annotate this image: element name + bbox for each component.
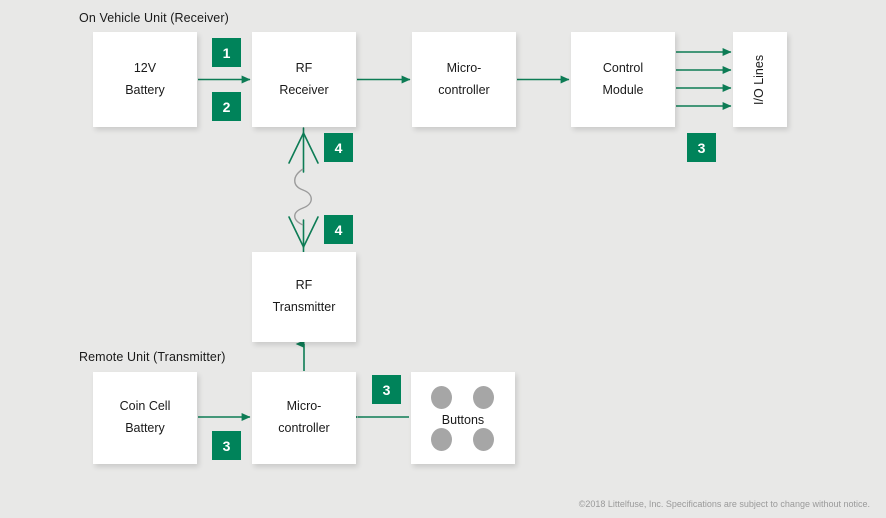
node-12v-battery-line2: Battery <box>125 82 165 97</box>
node-microcontroller-remote[interactable]: Micro- controller <box>252 372 356 464</box>
node-rf-receiver[interactable]: RF Receiver <box>252 32 356 127</box>
node-rf-transmitter[interactable]: RF Transmitter <box>252 252 356 342</box>
node-12v-battery-line1: 12V <box>133 60 157 75</box>
node-microcontroller-vehicle-line2: controller <box>438 82 490 97</box>
node-microcontroller-vehicle-line1: Micro- <box>446 60 482 75</box>
node-microcontroller-remote-line1: Micro- <box>286 399 322 414</box>
node-coin-cell-battery[interactable]: Coin Cell Battery <box>93 372 197 464</box>
badge-3-buttons[interactable]: 3 <box>372 375 401 404</box>
node-rf-transmitter-line2: Transmitter <box>272 300 336 314</box>
badge-1[interactable]: 1 <box>212 38 241 67</box>
node-microcontroller-remote-line2: controller <box>278 421 330 435</box>
node-rf-transmitter-line1: RF <box>295 278 313 293</box>
badge-3-coin-cell[interactable]: 3 <box>212 431 241 460</box>
section-label-on-vehicle-unit: On Vehicle Unit (Receiver) <box>79 11 229 25</box>
node-microcontroller-vehicle[interactable]: Micro- controller <box>412 32 516 127</box>
node-control-module-line2: Module <box>602 82 644 97</box>
node-12v-battery[interactable]: 12V Battery <box>93 32 197 127</box>
button-dot-bottom-left-icon[interactable] <box>431 428 452 451</box>
node-rf-receiver-line2: Receiver <box>279 82 329 97</box>
section-label-remote-unit: Remote Unit (Transmitter) <box>79 350 226 364</box>
badge-3-io-lines[interactable]: 3 <box>687 133 716 162</box>
node-rf-receiver-line1: RF <box>295 60 313 75</box>
badge-2[interactable]: 2 <box>212 92 241 121</box>
button-dot-top-right-icon[interactable] <box>473 386 494 409</box>
badge-4-receiver-antenna[interactable]: 4 <box>324 133 353 162</box>
node-io-lines[interactable]: I/O Lines <box>733 32 787 127</box>
node-buttons[interactable]: Buttons <box>411 372 515 464</box>
node-control-module-line1: Control <box>602 60 644 75</box>
node-coin-cell-battery-line2: Battery <box>125 421 165 435</box>
badge-4-transmitter-antenna[interactable]: 4 <box>324 215 353 244</box>
node-buttons-label: Buttons <box>441 413 485 427</box>
node-control-module[interactable]: Control Module <box>571 32 675 127</box>
copyright-notice: ©2018 Littelfuse, Inc. Specifications ar… <box>578 499 870 509</box>
node-io-lines-label: I/O Lines <box>752 54 767 105</box>
node-coin-cell-battery-line1: Coin Cell <box>119 399 171 414</box>
button-dot-top-left-icon[interactable] <box>431 386 452 409</box>
button-dot-bottom-right-icon[interactable] <box>473 428 494 451</box>
